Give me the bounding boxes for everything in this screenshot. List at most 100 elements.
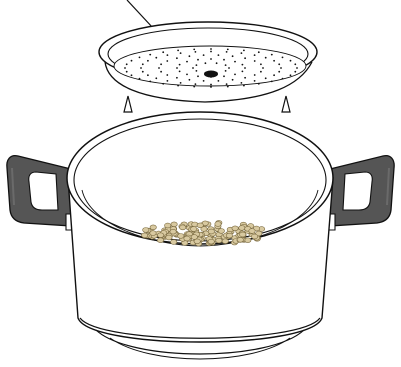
perforation-hole xyxy=(139,57,141,59)
bean xyxy=(165,223,171,228)
perforation-hole xyxy=(216,62,218,64)
bean xyxy=(143,228,149,233)
perforation-hole xyxy=(205,62,207,64)
perforation-hole xyxy=(232,55,234,57)
perforation-hole xyxy=(195,51,197,53)
perforation-hole xyxy=(225,70,227,72)
perforation-hole xyxy=(126,71,128,73)
bean xyxy=(166,235,172,240)
bean xyxy=(222,239,228,244)
perforation-hole xyxy=(210,51,212,53)
perforation-hole xyxy=(140,67,142,69)
perforation-hole xyxy=(179,64,181,66)
perforation-hole xyxy=(280,67,282,69)
perforation-hole xyxy=(265,77,267,79)
perforation-hole xyxy=(241,82,243,84)
leader-line xyxy=(127,0,153,28)
perforation-hole xyxy=(196,64,198,66)
perforation-hole xyxy=(149,81,151,83)
perforation-hole xyxy=(139,78,141,80)
perforation-hole xyxy=(142,63,144,65)
perforation-hole xyxy=(149,54,151,56)
perforation-hole xyxy=(180,52,182,54)
perforation-hole xyxy=(162,51,164,53)
perforation-hole xyxy=(210,76,212,78)
perforation-hole xyxy=(244,57,246,59)
perforation-hole xyxy=(167,80,169,82)
perforation-hole xyxy=(205,72,207,74)
perforation-hole xyxy=(166,60,168,62)
perforation-hole xyxy=(203,80,205,82)
perforation-hole xyxy=(227,86,229,88)
perforation-hole xyxy=(160,63,162,65)
perforation-hole xyxy=(254,60,256,62)
bean xyxy=(180,225,186,230)
bean xyxy=(171,240,177,245)
perforation-hole xyxy=(227,49,229,51)
bean xyxy=(197,223,203,228)
perforation-hole xyxy=(260,63,262,65)
bean xyxy=(141,233,147,238)
perforation-hole xyxy=(262,67,264,69)
steamer-foot xyxy=(124,96,132,112)
perforation-hole xyxy=(142,71,144,73)
bean xyxy=(251,234,257,239)
bean xyxy=(208,229,214,234)
perforation-hole xyxy=(193,86,195,88)
perforation-hole xyxy=(234,61,236,63)
perforation-hole xyxy=(203,54,205,56)
perforation-hole xyxy=(186,61,188,63)
perforation-hole xyxy=(241,52,243,54)
bean xyxy=(150,225,156,230)
perforation-hole xyxy=(273,74,275,76)
perforation-hole xyxy=(126,63,128,65)
perforation-hole xyxy=(254,54,256,56)
perforation-hole xyxy=(147,74,149,76)
perforation-hole xyxy=(166,74,168,76)
bean xyxy=(157,233,163,238)
bean xyxy=(237,237,243,242)
perforation-hole xyxy=(176,77,178,79)
perforation-hole xyxy=(177,50,179,52)
perforation-hole xyxy=(254,74,256,76)
perforation-hole xyxy=(278,63,280,65)
pot-handle-left-opening xyxy=(29,172,58,210)
perforation-hole xyxy=(176,57,178,59)
bean xyxy=(171,222,177,227)
perforation-hole xyxy=(196,70,198,72)
perforation-hole xyxy=(158,67,160,69)
perforation-hole xyxy=(216,72,218,74)
perforation-hole xyxy=(243,50,245,52)
perforation-hole xyxy=(160,71,162,73)
perforation-hole xyxy=(218,80,220,82)
steamer-foot xyxy=(282,96,290,112)
perforation-hole xyxy=(177,85,179,87)
bean xyxy=(157,238,163,243)
steamer-basket xyxy=(99,22,317,112)
perforation-hole xyxy=(244,77,246,79)
perforation-hole xyxy=(124,67,126,69)
perforation-hole xyxy=(210,48,212,50)
perforation-hole xyxy=(226,51,228,53)
bean xyxy=(191,227,197,232)
perforation-hole xyxy=(210,58,212,60)
bean xyxy=(239,226,245,231)
perforation-hole xyxy=(225,64,227,66)
perforation-hole xyxy=(189,79,191,81)
bean xyxy=(240,232,246,237)
perforation-hole xyxy=(258,83,260,85)
perforation-hole xyxy=(244,67,246,69)
perforation-hole xyxy=(260,71,262,73)
perforation-hole xyxy=(155,57,157,59)
perforation-hole xyxy=(155,77,157,79)
perforation-hole xyxy=(258,51,260,53)
perforation-hole xyxy=(189,55,191,57)
perforation-hole xyxy=(278,71,280,73)
bean xyxy=(245,238,251,243)
perforation-hole xyxy=(218,54,220,56)
bean xyxy=(208,239,214,244)
perforation-hole xyxy=(192,67,194,69)
bean xyxy=(194,239,200,244)
